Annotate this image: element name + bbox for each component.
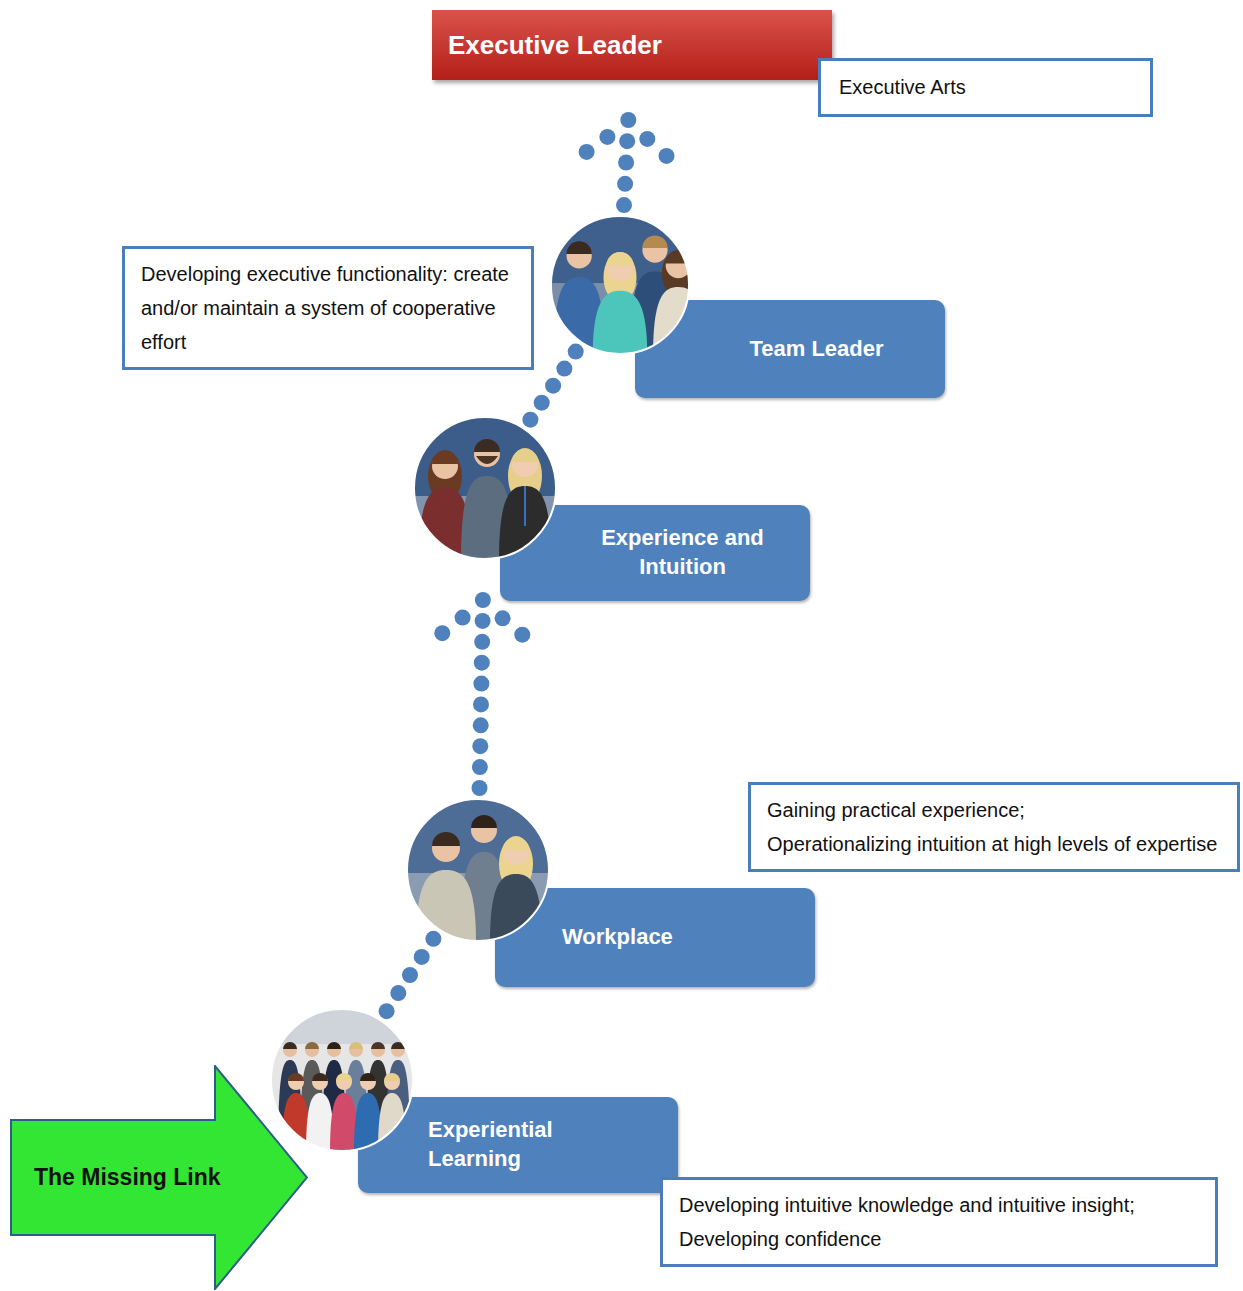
- dotted-connector: [579, 112, 675, 213]
- connector-dot: [475, 613, 491, 629]
- connector-dot: [473, 676, 489, 692]
- stage-bar: Team Leader: [635, 300, 945, 398]
- callout-box: Gaining practical experience;Operational…: [748, 782, 1240, 872]
- connector-dot: [472, 759, 488, 775]
- group-photo: [270, 1008, 414, 1152]
- connector-dot: [472, 738, 488, 754]
- connector-dot: [473, 717, 489, 733]
- node-text: Operationalizing intuition at high level…: [767, 827, 1221, 861]
- node-text: Executive Leader: [448, 30, 816, 61]
- connector-dot: [474, 634, 490, 650]
- connector-dot: [639, 131, 655, 147]
- connector-dot: [379, 1003, 395, 1019]
- stage-bar: Workplace: [495, 888, 815, 987]
- block-arrow: The Missing Link: [10, 1065, 318, 1290]
- dotted-connector: [434, 592, 530, 796]
- node-text: Workplace: [562, 923, 673, 952]
- stage-bar: Experience and Intuition: [500, 505, 810, 601]
- connector-dot: [514, 627, 530, 643]
- connector-dot: [390, 985, 406, 1001]
- connector-dot: [534, 395, 550, 411]
- connector-dot: [556, 361, 572, 377]
- callout-box: Executive Arts: [818, 58, 1153, 117]
- connector-dot: [522, 412, 538, 428]
- dotted-connector: [379, 931, 442, 1019]
- connector-dot: [473, 696, 489, 712]
- pair-photo: [413, 416, 557, 560]
- connector-dot: [475, 592, 491, 608]
- node-text: Team Leader: [749, 335, 883, 364]
- stage-bar: Experiential Learning: [358, 1097, 678, 1193]
- connector-dot: [619, 133, 635, 149]
- node-text: The Missing Link: [34, 1164, 318, 1191]
- connector-dot: [472, 780, 488, 796]
- connector-dot: [402, 967, 418, 983]
- connector-dot: [495, 610, 511, 626]
- callout-box: Developing intuitive knowledge and intui…: [660, 1177, 1218, 1267]
- team-photo: [550, 215, 690, 355]
- connector-dot: [474, 655, 490, 671]
- workplace-photo: [406, 798, 550, 942]
- connector-dot: [425, 931, 441, 947]
- callout-box: Developing executive functionality: crea…: [122, 246, 534, 370]
- node-text: Experience and Intuition: [588, 524, 778, 581]
- connector-dot: [616, 197, 632, 213]
- connector-dot: [579, 144, 595, 160]
- connector-dot: [545, 378, 561, 394]
- title-bar: Executive Leader: [432, 10, 832, 80]
- node-text: Developing confidence: [679, 1222, 1199, 1256]
- connector-dot: [618, 155, 634, 171]
- connector-dot: [414, 949, 430, 965]
- connector-dot: [455, 610, 471, 626]
- connector-dot: [434, 625, 450, 641]
- connector-dot: [617, 176, 633, 192]
- connector-dot: [568, 344, 584, 360]
- connector-dot: [620, 112, 636, 128]
- node-text: Experiential Learning: [428, 1116, 578, 1173]
- node-text: Developing executive functionality: crea…: [141, 257, 515, 359]
- node-text: Developing intuitive knowledge and intui…: [679, 1188, 1199, 1222]
- node-text: Executive Arts: [839, 73, 1132, 102]
- connector-dot: [599, 129, 615, 145]
- node-text: Gaining practical experience;: [767, 793, 1221, 827]
- connector-dot: [659, 148, 675, 164]
